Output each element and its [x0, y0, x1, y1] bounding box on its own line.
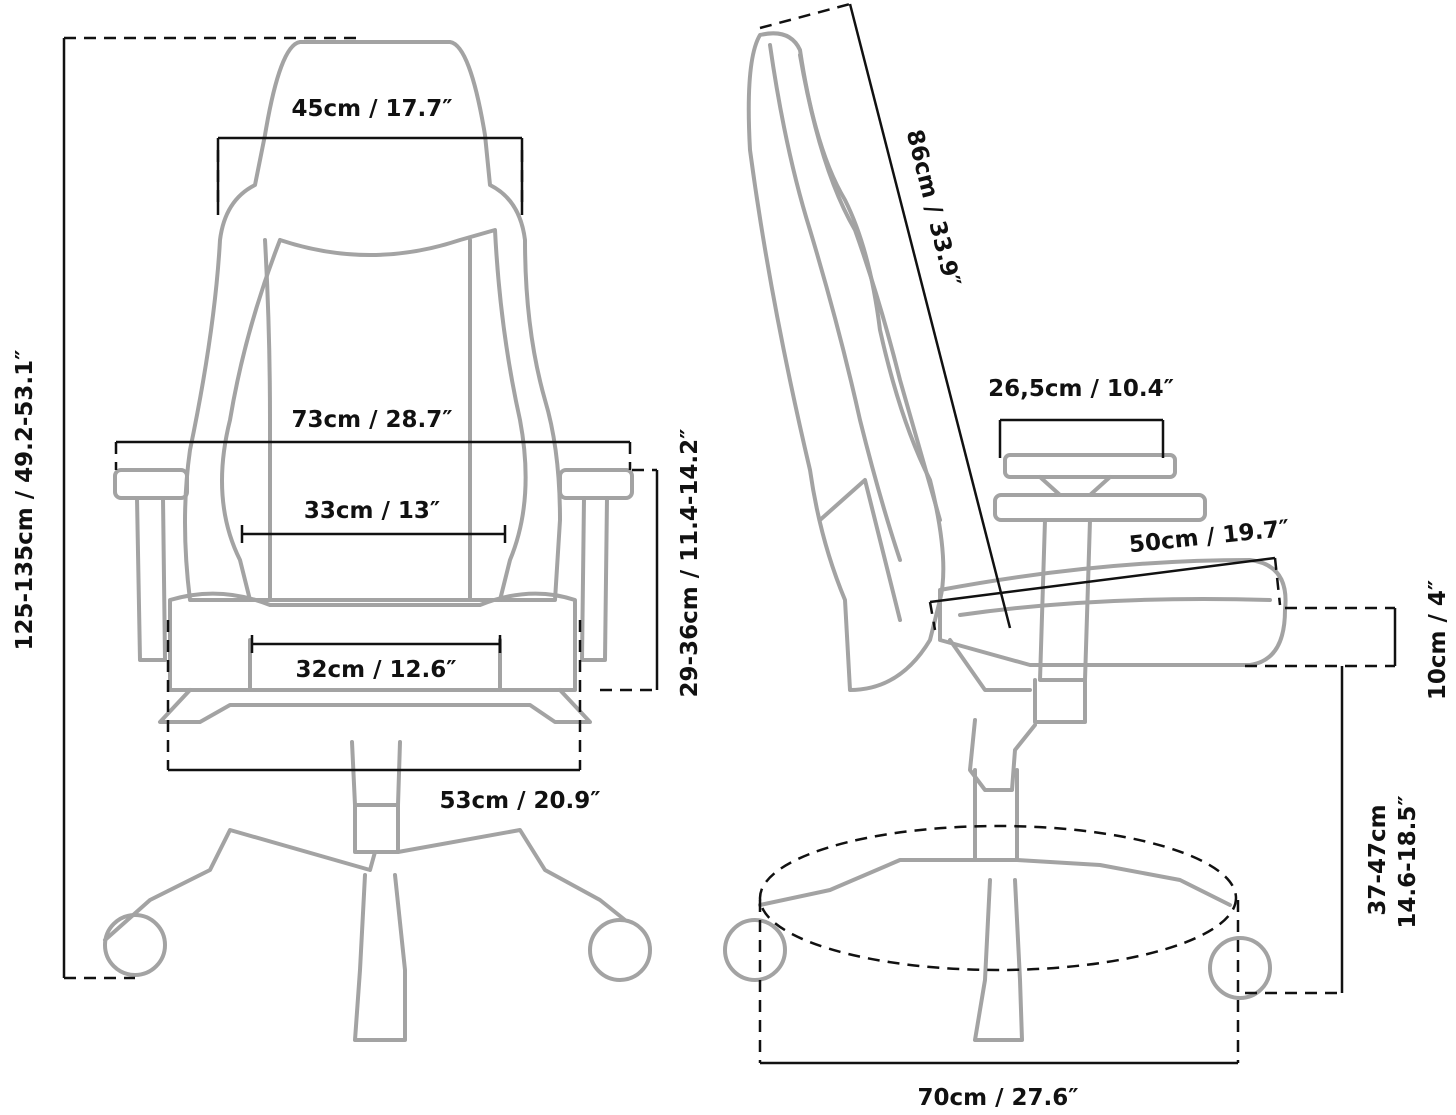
backrest-width-line — [240, 525, 507, 543]
front-view-dimensions: 45cm / 17.7″ 73cm / 28.7″ 33cm / 13″ 32c… — [12, 36, 703, 980]
armrest-span-label: 73cm / 28.7″ — [291, 407, 452, 433]
base-diameter-label: 70cm / 27.6″ — [917, 1085, 1078, 1111]
backrest-height-line — [848, 3, 1012, 629]
side-view-dimensions: 86cm / 33.9″ 26,5cm / 10.4″ 50cm / 19.7″… — [758, 2, 1451, 1111]
seat-width-line — [250, 635, 502, 653]
seat-depth-line — [929, 556, 1276, 604]
seat-width-label: 32cm / 12.6″ — [295, 657, 456, 683]
backrest-width-label: 33cm / 13″ — [304, 498, 440, 524]
armrest-length-label: 26,5cm / 10.4″ — [988, 376, 1174, 402]
headrest-width-label: 45cm / 17.7″ — [291, 96, 452, 122]
seat-height-cm-label: 37-47cm — [1365, 804, 1391, 915]
seat-thickness-label: 10cm / 4″ — [1425, 580, 1451, 700]
front-view-chair-outline — [103, 40, 652, 1042]
armrest-height-label: 29-36cm / 11.4-14.2″ — [677, 429, 703, 698]
seat-depth-label: 50cm / 19.7″ — [1128, 516, 1291, 559]
seat-height-in-label: 14.6-18.5″ — [1395, 795, 1421, 928]
seat-base-width-label: 53cm / 20.9″ — [439, 788, 600, 814]
base-diameter-ellipse — [758, 824, 1238, 972]
armrest-length-line — [998, 418, 1165, 458]
backrest-height-label: 86cm / 33.9″ — [901, 127, 965, 290]
side-view-chair-outline — [723, 31, 1288, 1042]
total-height-label: 125-135cm / 49.2-53.1″ — [12, 350, 38, 651]
